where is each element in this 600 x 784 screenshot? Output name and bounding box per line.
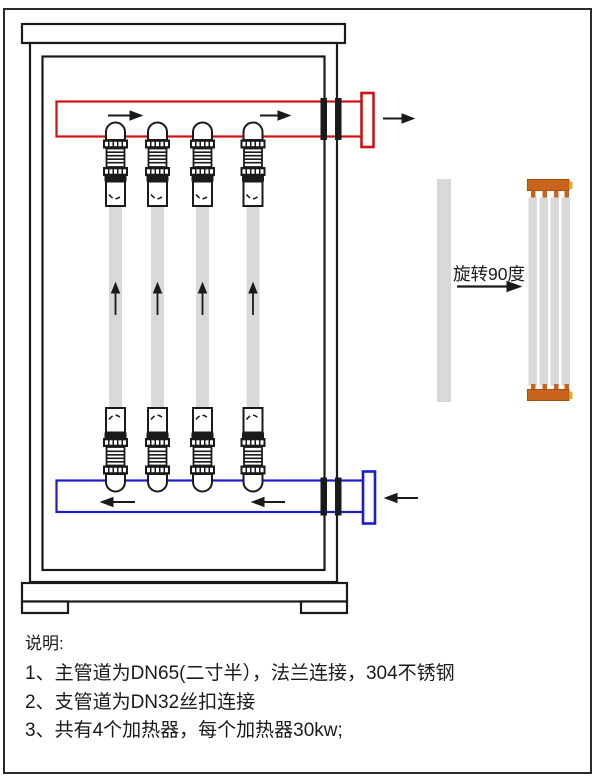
note-line: 1、主管道为DN65(二寸半），法兰连接，304不锈钢 [25, 663, 455, 684]
wall-penetration-seals [320, 98, 342, 516]
note-line: 3、共有4个加热器，每个加热器30kw; [25, 720, 343, 741]
top-terminal [569, 181, 573, 189]
notes-title: 说明: [25, 634, 64, 653]
cabinet-base [20, 581, 349, 603]
return-flange [361, 470, 377, 525]
tube-flow-arrows [110, 281, 258, 315]
image-border [3, 8, 592, 774]
rotate-arrow [457, 280, 523, 293]
cabinet-foot-left [20, 600, 70, 615]
supply-flow-arrows [108, 110, 416, 124]
cabinet-foot-right [299, 600, 349, 615]
heater-side-view-bar [437, 179, 451, 402]
note-line: 2、支管道为DN32丝扣连接 [25, 691, 256, 713]
supply-flange [360, 91, 375, 149]
rotated-heater-view [527, 179, 573, 401]
notes-block: 说明: 1、主管道为DN65(二寸半），法兰连接，304不锈钢 2、支管道为DN… [25, 633, 455, 746]
rotate-90-label: 旋转90度 [453, 264, 525, 284]
heater-cabinet-diagram: 旋转90度 [20, 22, 573, 615]
return-flow-arrows [99, 492, 418, 508]
cabinet-top-cap [20, 22, 347, 45]
top-manifold [527, 179, 570, 191]
bottom-manifold [527, 389, 570, 401]
bottom-terminal [569, 391, 573, 399]
